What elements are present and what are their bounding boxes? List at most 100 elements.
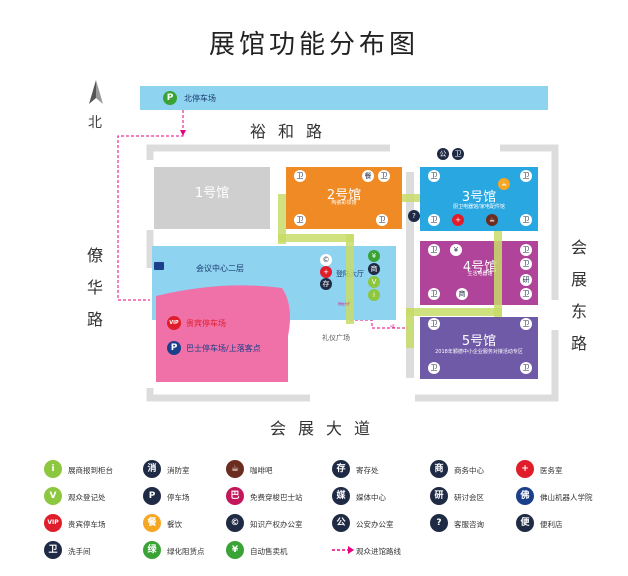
help-desk-icon[interactable]: ? — [408, 210, 420, 222]
north-parking-strip[interactable] — [140, 86, 548, 110]
walkway — [346, 234, 354, 324]
walkway — [402, 194, 420, 202]
legend-icon: © — [226, 514, 244, 532]
dining-icon[interactable]: 餐 — [362, 170, 374, 182]
legend-label: 客服咨询 — [454, 520, 484, 529]
walkway — [278, 234, 354, 242]
legend-label: 知识产权办公室 — [250, 520, 303, 529]
restroom-icon[interactable]: 卫 — [376, 214, 388, 226]
vending-icon[interactable]: ¥ — [450, 244, 462, 256]
restroom-icon[interactable]: 卫 — [452, 148, 464, 160]
vip-parking-icon: VIP — [167, 316, 181, 330]
restroom-icon[interactable]: 卫 — [294, 214, 306, 226]
legend-label: 咖啡吧 — [250, 466, 273, 475]
legend-icon: 佛 — [516, 487, 534, 505]
road-north: 裕和路 — [250, 122, 335, 141]
restroom-icon[interactable]: 卫 — [294, 170, 306, 182]
legend-icon: 卫 — [44, 541, 62, 559]
legend-label: 消防室 — [167, 466, 190, 475]
north-arrow-icon — [89, 80, 103, 104]
restroom-icon[interactable]: 卫 — [520, 258, 532, 270]
legend-icon: 存 — [332, 460, 350, 478]
legend-label: 自动售卖机 — [250, 547, 288, 556]
restroom-icon[interactable]: 卫 — [520, 170, 532, 182]
ip-office-icon[interactable]: © — [320, 254, 332, 266]
restroom-icon[interactable]: 卫 — [520, 318, 532, 330]
legend-icon: ? — [430, 514, 448, 532]
hall-5-sub: 2018年顺德中小企业服务对接活动专区 — [435, 349, 523, 355]
legend-icon: 商 — [430, 460, 448, 478]
restroom-icon[interactable]: 卫 — [428, 288, 440, 300]
legend-label: 绿化阻赁点 — [167, 547, 205, 556]
business-center-icon[interactable]: 商 — [368, 263, 380, 275]
legend-icon: 便 — [516, 514, 534, 532]
legend-icon: ☕ — [226, 460, 244, 478]
legend-label: 展商报到柜台 — [68, 466, 113, 475]
hall-3-sub: 厨卫电器馆/家电配件馆 — [453, 204, 505, 210]
hall-4-sub: 生活电器馆 — [467, 271, 493, 277]
cafe-icon[interactable]: ☕ — [498, 178, 510, 190]
restroom-icon[interactable]: 卫 — [520, 214, 532, 226]
storage-icon[interactable]: 存 — [320, 278, 332, 290]
page-title: 展馆功能分布图 — [208, 30, 419, 60]
hall-1-label: 1号馆 — [194, 186, 230, 201]
legend-icon: i — [44, 460, 62, 478]
restroom-icon[interactable]: 卫 — [428, 170, 440, 182]
legend-icon: + — [516, 460, 534, 478]
legend-icon: 巴 — [226, 487, 244, 505]
bus-parking-icon: P — [167, 341, 181, 355]
legend-icon: V — [44, 487, 62, 505]
restroom-icon[interactable]: 卫 — [378, 170, 390, 182]
restroom-icon[interactable]: 卫 — [520, 288, 532, 300]
legend-icon: P — [143, 487, 161, 505]
hall-1[interactable] — [154, 167, 270, 229]
visitor-registration-icon[interactable]: V — [368, 276, 380, 288]
bus-parking-label: 巴士停车场/上落客点 — [186, 344, 261, 353]
legend-icon — [332, 541, 354, 559]
hall-4-label: 4号馆 — [462, 260, 498, 275]
police-office-icon[interactable]: 公 — [437, 148, 449, 160]
restroom-icon[interactable]: 卫 — [520, 244, 532, 256]
restroom-icon[interactable]: 卫 — [428, 362, 440, 374]
legend-icon: 餐 — [143, 514, 161, 532]
legend-icon: 消 — [143, 460, 161, 478]
legend-label: 便利店 — [540, 520, 563, 529]
medical-icon[interactable]: + — [452, 214, 464, 226]
cafe-icon[interactable]: ☕ — [486, 214, 498, 226]
restroom-icon[interactable]: 卫 — [428, 318, 440, 330]
robotics-academy-icon[interactable] — [154, 262, 164, 270]
seminar-icon[interactable]: 研 — [520, 274, 532, 286]
business-center-icon[interactable]: 商 — [456, 288, 468, 300]
legend-label: 商务中心 — [454, 466, 484, 475]
walkway — [278, 194, 286, 244]
info-counter-icon[interactable]: i — [368, 289, 380, 301]
legend-icon: 公 — [332, 514, 350, 532]
plaza-label: 礼仪广场 — [322, 334, 350, 342]
legend-icon: 绿 — [143, 541, 161, 559]
hall-3-label: 3号馆 — [461, 190, 497, 205]
legend-label: 免费穿梭巴士站 — [250, 493, 303, 502]
parking-icon: P — [163, 91, 177, 105]
walkway — [494, 231, 502, 317]
legend-icon: VIP — [44, 514, 62, 532]
vip-parking-label: 贵宾停车场 — [186, 319, 226, 328]
hall-5-label: 5号馆 — [461, 334, 497, 349]
legend-label: 观众进馆路线 — [356, 547, 401, 556]
north-parking-label: 北停车场 — [184, 94, 216, 103]
restroom-icon[interactable]: 卫 — [428, 244, 440, 256]
north-label: 北 — [88, 115, 102, 131]
legend-label: 贵宾停车场 — [68, 520, 106, 529]
walkway — [406, 308, 414, 348]
road-west: 僚华路 — [86, 246, 103, 329]
legend-label: 公安办公室 — [356, 520, 394, 529]
gate-label: A区 — [390, 324, 396, 328]
vip-parking-area[interactable] — [152, 276, 292, 382]
restroom-icon[interactable]: 卫 — [520, 362, 532, 374]
vending-icon[interactable]: ¥ — [368, 250, 380, 262]
restroom-icon[interactable]: 卫 — [428, 214, 440, 226]
medical-icon[interactable]: + — [320, 266, 332, 278]
legend-icon: 研 — [430, 487, 448, 505]
legend-label: 餐饮 — [167, 520, 182, 529]
walkway — [406, 308, 502, 316]
